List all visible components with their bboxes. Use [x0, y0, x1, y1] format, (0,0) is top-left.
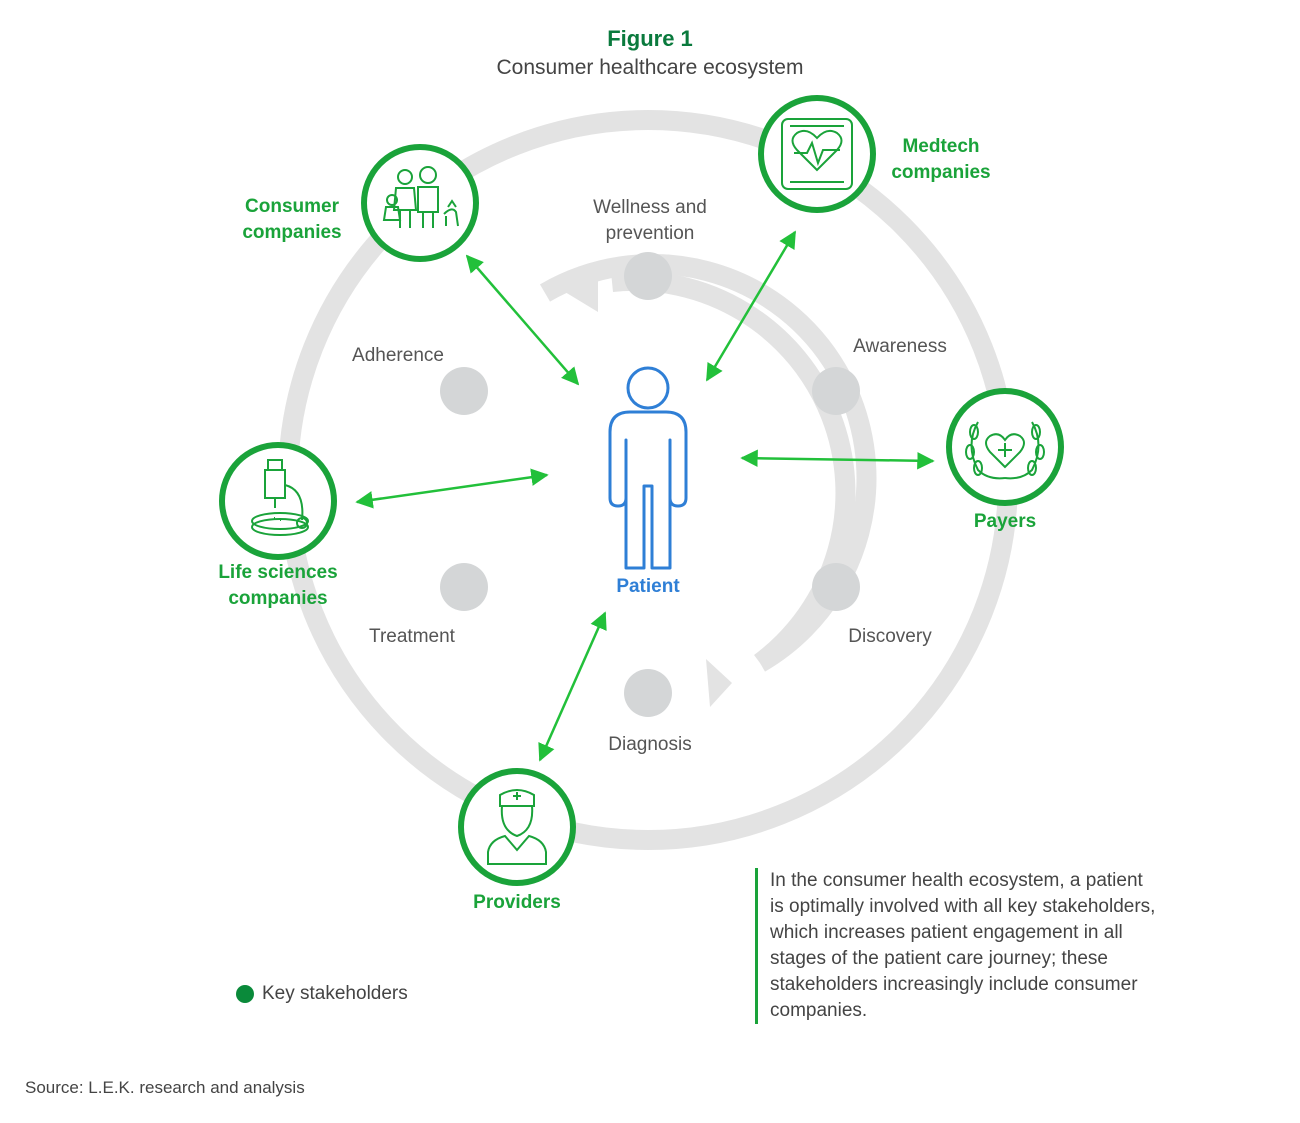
stakeholder-circle-consumer: [361, 144, 479, 262]
arrow-consumer: [465, 254, 580, 386]
stakeholder-circle-medtech: [758, 95, 876, 213]
legend: Key stakeholders: [236, 983, 408, 1005]
stage-label-diagnosis: Diagnosis: [608, 734, 692, 755]
person-icon: [608, 366, 688, 570]
stakeholder-label-lifesciences: Life sciences companies: [218, 562, 338, 609]
legend-dot: [236, 985, 254, 1003]
journey-ring-arc: [611, 270, 856, 672]
stage-dot-adherence: [440, 367, 488, 415]
stage-dot-awareness: [812, 367, 860, 415]
stakeholder-label-providers: Providers: [473, 892, 561, 913]
figure-subtitle: Consumer healthcare ecosystem: [496, 56, 804, 79]
heart-laurel-icon: [965, 421, 1045, 480]
stage-dot-treatment: [440, 563, 488, 611]
stakeholder-circle-lifesciences: [219, 442, 337, 560]
legend-label: Key stakeholders: [262, 983, 408, 1004]
nurse-icon: [487, 789, 547, 865]
patient-label: Patient: [616, 576, 680, 597]
microscope-icon: [251, 459, 309, 536]
arrow-lifesciences: [355, 468, 549, 509]
stage-dot-discovery: [812, 563, 860, 611]
stage-label-treatment: Treatment: [369, 626, 455, 647]
journey-arrowhead-top: [565, 268, 598, 312]
stage-label-adherence: Adherence: [352, 345, 444, 366]
stage-dot-diagnosis: [624, 669, 672, 717]
arrow-payers: [740, 449, 935, 470]
stage-label-awareness: Awareness: [853, 336, 947, 357]
note-text: In the consumer health ecosystem, a pati…: [755, 868, 1160, 1024]
family-icon: [382, 166, 459, 228]
stakeholder-label-consumer: Consumer companies: [242, 196, 342, 243]
stage-dot-wellness: [624, 252, 672, 300]
heart-monitor-icon: [781, 118, 853, 190]
arrow-medtech: [705, 230, 797, 382]
figure-title: Figure 1: [607, 26, 693, 51]
journey-arrowhead-bottom: [706, 659, 732, 707]
stage-label-wellness: Wellness and prevention: [593, 197, 707, 244]
source-note: Source: L.E.K. research and analysis: [25, 1078, 305, 1097]
stakeholder-label-payers: Payers: [973, 511, 1037, 532]
stage-label-discovery: Discovery: [848, 626, 932, 647]
stakeholder-label-medtech: Medtech companies: [891, 136, 991, 183]
stakeholder-circle-providers: [458, 768, 576, 886]
arrow-providers: [538, 611, 607, 762]
